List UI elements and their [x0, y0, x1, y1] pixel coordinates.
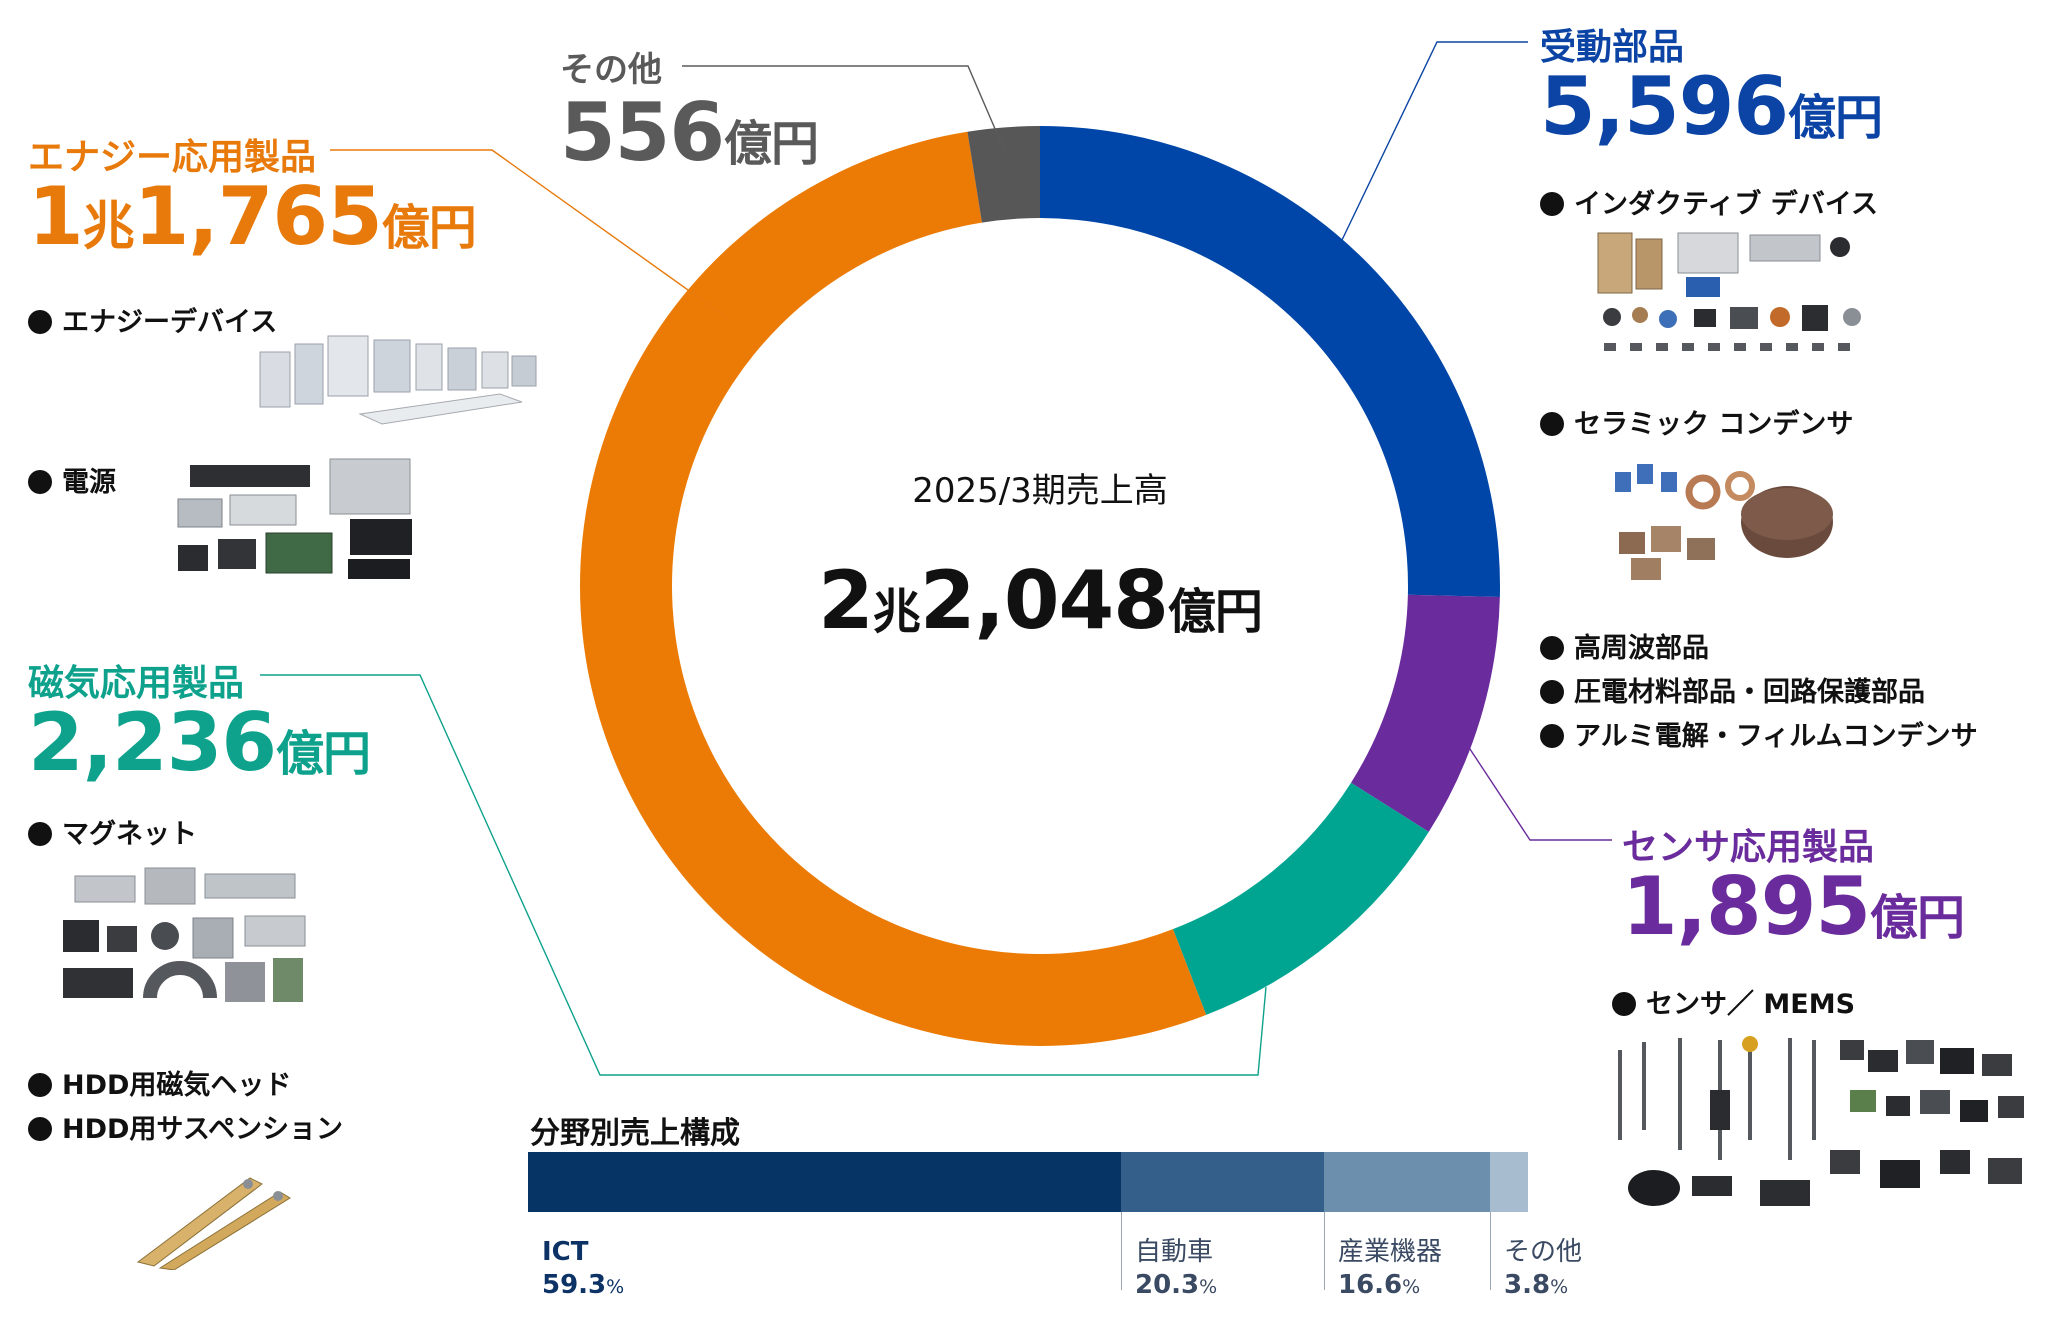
bar-separator	[1121, 1212, 1122, 1290]
bar-segment-2	[1324, 1152, 1490, 1212]
bar-percent-unit: %	[606, 1275, 625, 1298]
segment-value-energy: 1兆1,765億円	[28, 170, 477, 263]
power-supply-photo	[177, 458, 412, 579]
item-power-supply: 電源	[28, 460, 116, 499]
bullet-dot	[1540, 680, 1564, 704]
donut-segment-4	[967, 126, 1040, 223]
donut-segment-2	[1172, 782, 1429, 1015]
inductive-device-photo	[1597, 232, 1861, 351]
item-hdd-head: HDD用磁気ヘッド	[28, 1063, 291, 1102]
item-rf-components: 高周波部品	[1540, 626, 1709, 665]
bullet-dot	[28, 310, 52, 334]
item-sensor-mems: センサ／ MEMS	[1612, 982, 1855, 1021]
bullet-dot	[28, 822, 52, 846]
segment-title-sensor: センサ応用製品	[1622, 827, 1875, 868]
bullet-dot	[1612, 992, 1636, 1016]
bullet-dot	[1540, 636, 1564, 660]
bar-category: ICT	[542, 1237, 589, 1267]
bar-percent-unit: %	[1402, 1275, 1421, 1298]
donut-center-title: 2025/3期売上高	[912, 471, 1168, 511]
bar-percent: 16.6%	[1338, 1269, 1421, 1300]
item-energy-device: エナジーデバイス	[28, 300, 277, 339]
bar-category: その他	[1504, 1237, 1583, 1267]
item-hdd-suspension: HDD用サスペンション	[28, 1107, 343, 1146]
item-piezo-protection: 圧電材料部品・回路保護部品	[1540, 670, 1925, 709]
bullet-dot	[28, 470, 52, 494]
leader-line-passive	[1341, 41, 1528, 241]
bar-percent: 3.8%	[1504, 1269, 1569, 1300]
leader-line-magnetic	[260, 674, 1267, 1076]
sensor-mems-photo	[1618, 1036, 2024, 1206]
bar-segment-1	[1121, 1152, 1324, 1212]
bar-percent-unit: %	[1199, 1275, 1218, 1298]
bullet-dot	[28, 1117, 52, 1141]
donut-segment-0	[1040, 126, 1500, 598]
bullet-dot	[28, 1073, 52, 1097]
bar-separator	[1324, 1212, 1325, 1290]
bullet-dot	[1540, 192, 1564, 216]
segment-title-energy: エナジー応用製品	[28, 137, 317, 178]
bullet-dot	[1540, 412, 1564, 436]
bar-percent: 20.3%	[1135, 1269, 1218, 1300]
segment-title-other: その他	[560, 50, 662, 90]
bar-separator	[1490, 1212, 1491, 1290]
bar-category: 自動車	[1135, 1237, 1214, 1267]
bar-segment-3	[1490, 1152, 1528, 1212]
magnet-photo	[63, 867, 306, 1002]
leader-line-sensor	[1463, 739, 1612, 841]
field-breakdown-bar	[528, 1152, 1528, 1212]
segment-title-magnetic: 磁気応用製品	[28, 663, 245, 704]
energy-device-photo	[259, 335, 537, 425]
leader-line-energy	[330, 149, 731, 321]
bullet-dot	[1540, 724, 1564, 748]
donut-segments	[580, 126, 1500, 1047]
bar-percent-unit: %	[1550, 1275, 1569, 1298]
bar-category: 産業機器	[1338, 1237, 1443, 1267]
segment-value-magnetic: 2,236億円	[28, 696, 371, 789]
leader-line-other	[682, 65, 1006, 153]
donut-segment-3	[580, 131, 1207, 1047]
segment-value-other: 556億円	[560, 86, 819, 179]
segment-value-sensor: 1,895億円	[1622, 860, 1965, 953]
ceramic-capacitor-photo	[1615, 464, 1833, 580]
bar-percent: 59.3%	[542, 1269, 625, 1300]
bar-segment-0	[528, 1152, 1121, 1212]
segment-value-passive: 5,596億円	[1540, 60, 1883, 153]
donut-segment-1	[1351, 594, 1500, 832]
item-inductive-device: インダクティブ デバイス	[1540, 182, 1878, 221]
donut-center-total: 2兆2,048億円	[818, 554, 1262, 647]
segment-title-passive: 受動部品	[1540, 27, 1685, 68]
hdd-suspension-photo	[136, 1177, 291, 1270]
item-ceramic-capacitor: セラミック コンデンサ	[1540, 402, 1853, 441]
item-aluminum-film-capacitor: アルミ電解・フィルムコンデンサ	[1540, 714, 1978, 753]
field-breakdown-title: 分野別売上構成	[530, 1116, 740, 1151]
item-magnet: マグネット	[28, 812, 197, 851]
leader-lines	[260, 41, 1612, 1076]
